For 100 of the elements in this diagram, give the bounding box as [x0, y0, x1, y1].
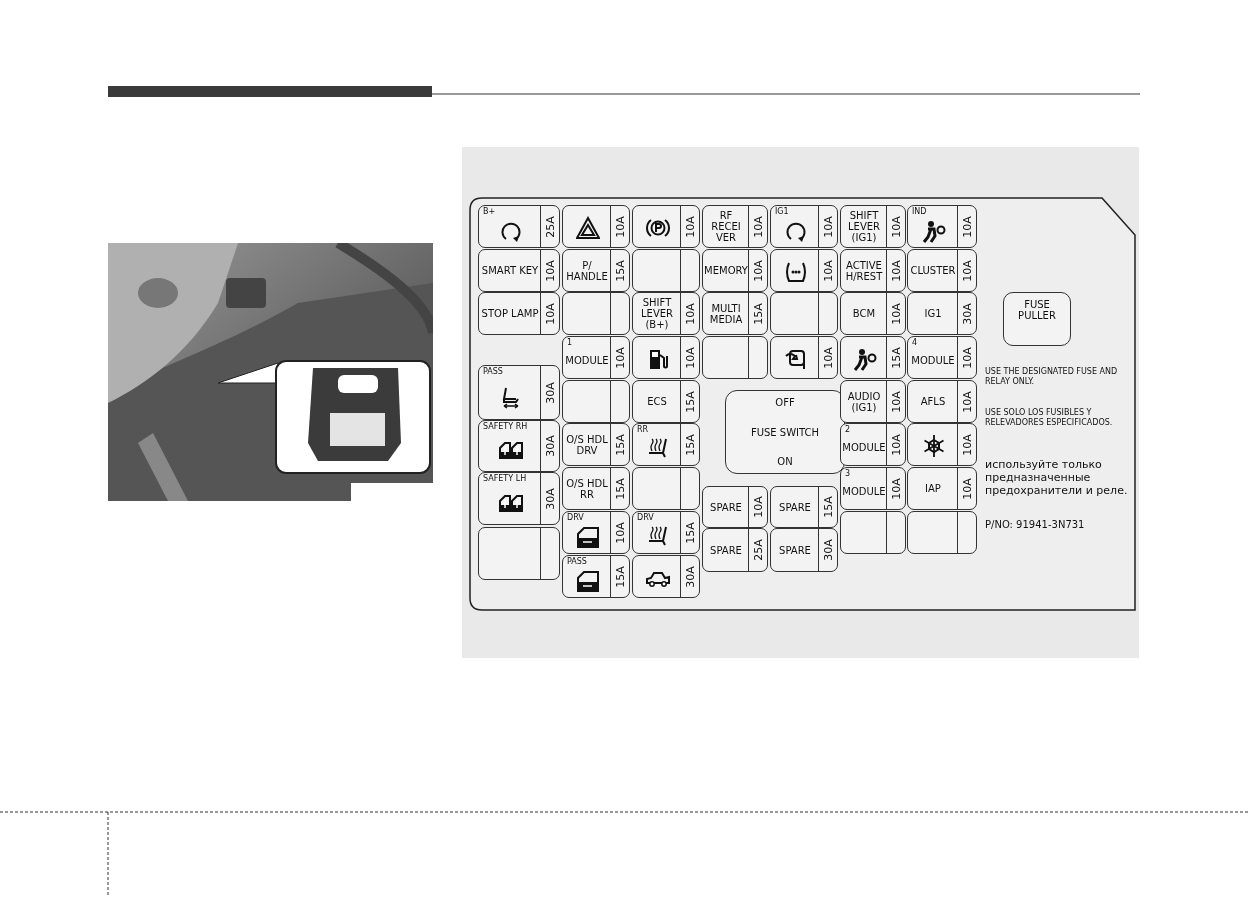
fuse-rating: 10A: [683, 215, 697, 238]
fuse-slot: [632, 467, 700, 510]
panel-note: P/NO: 91941-3N731: [985, 519, 1086, 531]
fuse-slot: [702, 528, 768, 572]
fuse-slot: [840, 467, 906, 510]
fuse-label: BCM: [852, 308, 876, 319]
switch-label: ON: [777, 456, 793, 467]
fuse-rating: 30A: [543, 487, 557, 510]
fuse-slot: [840, 205, 906, 248]
fuse-slot: [770, 249, 838, 292]
fuse-slot: [702, 249, 768, 292]
fuse-label: ECS: [647, 396, 667, 407]
switch-label: OFF: [775, 397, 795, 408]
fuse-slot: [632, 511, 700, 554]
fuse-label: SHIFT LEVER (B+): [640, 297, 674, 330]
panel-note: USE SOLO LOS FUSIBLES Y RELEVADORES ESPECIFICADOS.: [985, 408, 1114, 428]
fuse-label: SPARE: [710, 501, 742, 513]
fuse-label: AFLS: [920, 396, 946, 407]
fuse-label: MODULE: [911, 355, 955, 366]
slot-tag: 4: [912, 338, 918, 347]
fuse-rating: 10A: [960, 215, 974, 238]
fuse-slot: [770, 528, 838, 572]
fuse-puller: [1003, 292, 1071, 346]
fuse-label: CLUSTER: [910, 265, 956, 276]
fuse-rating: 30A: [543, 381, 557, 404]
fuse-rating: 30A: [683, 565, 697, 588]
fuse-rating: 15A: [889, 346, 903, 369]
fuse-slot: [907, 336, 977, 379]
fuse-slot: [702, 205, 768, 248]
fuse-label: MODULE: [842, 442, 886, 453]
slot-tag: IND: [912, 207, 927, 216]
fuse-slot: [632, 205, 700, 248]
slot-tag: IG1: [775, 207, 789, 216]
fuse-rating: 15A: [613, 477, 627, 500]
fuse-slot: [770, 336, 838, 379]
fuse-slot: [562, 205, 630, 248]
fuse-rating: 10A: [821, 259, 835, 282]
fuse-switch: [725, 390, 845, 474]
fuse-label: MEMORY: [704, 265, 748, 276]
slot-tag: 3: [845, 469, 851, 478]
fuse-rating: 15A: [821, 496, 835, 518]
fuse-rating: 10A: [889, 390, 903, 413]
fuse-slot: [478, 420, 560, 472]
fuse-rating: 10A: [960, 433, 974, 456]
fuse-label: AUDIO (IG1): [846, 390, 882, 413]
fuse-slot: [702, 486, 768, 528]
fuse-rating: 10A: [960, 346, 974, 369]
fuse-slot: [632, 292, 700, 335]
switch-label: FUSE SWITCH: [750, 426, 820, 438]
panel-note: USE THE DESIGNATED FUSE AND RELAY ONLY.: [985, 367, 1119, 387]
fuse-slot: [907, 380, 977, 423]
fuse-rating: 30A: [821, 539, 835, 561]
fuse-slot: [702, 336, 768, 379]
fuse-label: O/S HDL RR: [565, 477, 609, 500]
fuse-slot: [478, 472, 560, 525]
fuse-rating: 15A: [613, 433, 627, 456]
fuse-rating: 10A: [889, 259, 903, 282]
fuse-slot: [840, 380, 906, 423]
panel-note: используйте только предназначенные предохранители и реле.: [985, 458, 1129, 497]
fuse-label: SHIFT LEVER (IG1): [847, 210, 881, 243]
fuse-rating: 10A: [543, 302, 557, 325]
fuse-rating: 30A: [960, 302, 974, 325]
fuse-rating: 15A: [751, 302, 765, 325]
fuse-slot: [840, 336, 906, 379]
fuse-slot: [478, 292, 560, 335]
fuse-rating: 10A: [889, 215, 903, 238]
fuse-slot: [840, 249, 906, 292]
fuse-slot: [840, 423, 906, 466]
fuse-slot: [632, 380, 700, 423]
slot-tag: SAFETY RH: [483, 422, 528, 431]
fuse-rating: 10A: [821, 346, 835, 369]
fuse-slot: [840, 511, 906, 554]
slot-tag: 2: [845, 425, 851, 434]
fuse-label: RF RECEI VER: [710, 210, 742, 243]
fuse-slot: [562, 249, 630, 292]
fuse-rating: 10A: [751, 215, 765, 238]
fuse-slot: [478, 249, 560, 292]
fuse-rating: 10A: [751, 496, 765, 518]
fuse-slot: [907, 467, 977, 510]
fuse-label: O/S HDL DRV: [565, 433, 609, 456]
fuse-slot: [562, 555, 630, 598]
fuse-slot: [632, 555, 700, 598]
fuse-label: MODULE: [565, 355, 609, 366]
fuse-rating: 15A: [613, 259, 627, 282]
slot-tag: DRV: [637, 513, 654, 522]
fuse-label: IG1: [924, 308, 942, 319]
fuse-label: MODULE: [842, 486, 886, 497]
fuse-slot: [562, 380, 630, 423]
fuse-rating: 15A: [683, 433, 697, 456]
fuse-rating: 10A: [683, 302, 697, 325]
fuse-slot: [907, 423, 977, 466]
fuse-rating: 10A: [821, 215, 835, 238]
fuse-slot: [702, 292, 768, 335]
fuse-rating: 10A: [960, 390, 974, 413]
fuse-slot: [478, 205, 560, 248]
slot-tag: PASS: [567, 557, 587, 566]
fuse-slot: [632, 249, 700, 292]
fuse-slot: [562, 292, 630, 335]
fuse-rating: 10A: [613, 346, 627, 369]
fuse-rating: 25A: [543, 215, 557, 238]
